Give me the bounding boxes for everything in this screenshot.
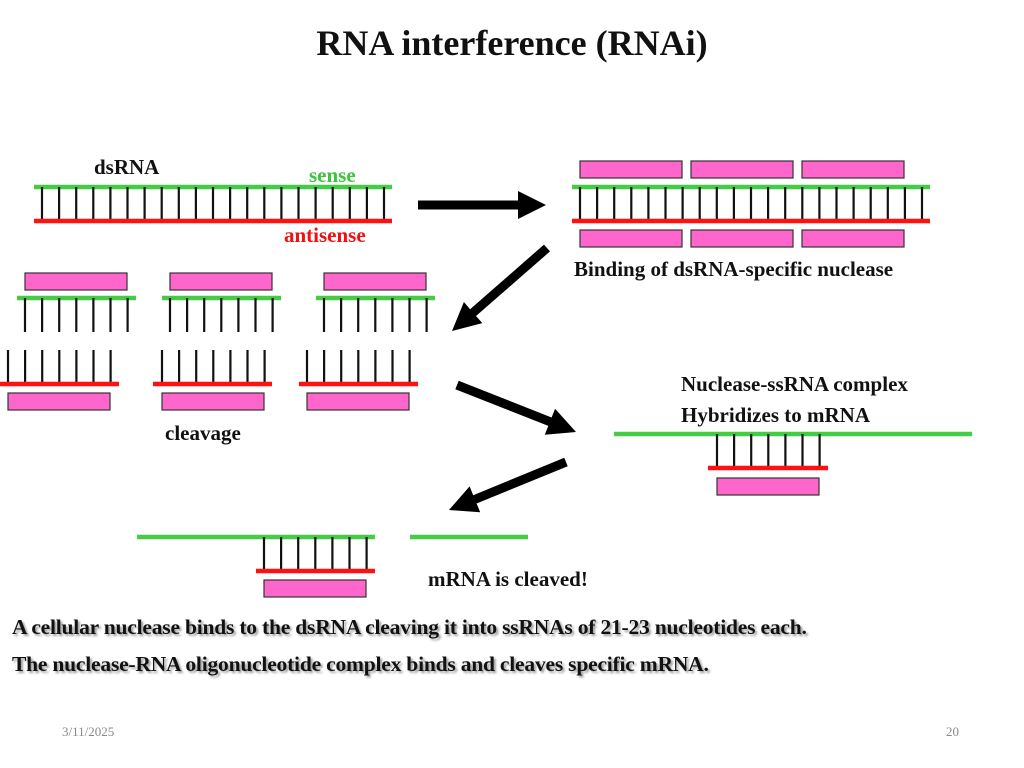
cleavage-label: cleavage xyxy=(165,421,241,445)
nuclease-block xyxy=(579,160,683,179)
nuclease-block xyxy=(24,272,128,291)
nuclease-block xyxy=(579,229,683,248)
antisense-label: antisense xyxy=(284,223,366,247)
nuclease-block xyxy=(169,272,273,291)
slide-title: RNA interference (RNAi) xyxy=(316,23,708,63)
arrow-right-icon xyxy=(418,191,546,219)
footer-page-number: 20 xyxy=(946,724,959,739)
nuclease-block xyxy=(306,392,410,411)
complex-label-line1: Nuclease-ssRNA complex xyxy=(681,372,908,396)
footer-date: 3/11/2025 xyxy=(62,724,115,739)
binding-label: Binding of dsRNA-specific nuclease xyxy=(574,257,894,281)
nuclease-block xyxy=(801,160,905,179)
arrow-down-left-icon xyxy=(452,244,550,331)
caption-line-2: The nuclease-RNA oligonucleotide complex… xyxy=(12,652,709,676)
nuclease-block xyxy=(690,160,794,179)
nuclease-block xyxy=(690,229,794,248)
mrna-cleaved-label: mRNA is cleaved! xyxy=(428,567,588,591)
dsrna-label: dsRNA xyxy=(94,155,160,179)
nuclease-block xyxy=(716,477,820,496)
sense-label: sense xyxy=(309,163,356,187)
nuclease-block xyxy=(323,272,427,291)
nuclease-block xyxy=(7,392,111,411)
caption-line-1: A cellular nuclease binds to the dsRNA c… xyxy=(12,615,807,639)
arrow-down-left-icon xyxy=(449,457,568,513)
nuclease-block xyxy=(161,392,265,411)
arrow-down-right-icon xyxy=(455,380,576,435)
nuclease-block xyxy=(263,579,367,598)
complex-label-line2: Hybridizes to mRNA xyxy=(681,403,870,427)
nuclease-block xyxy=(801,229,905,248)
